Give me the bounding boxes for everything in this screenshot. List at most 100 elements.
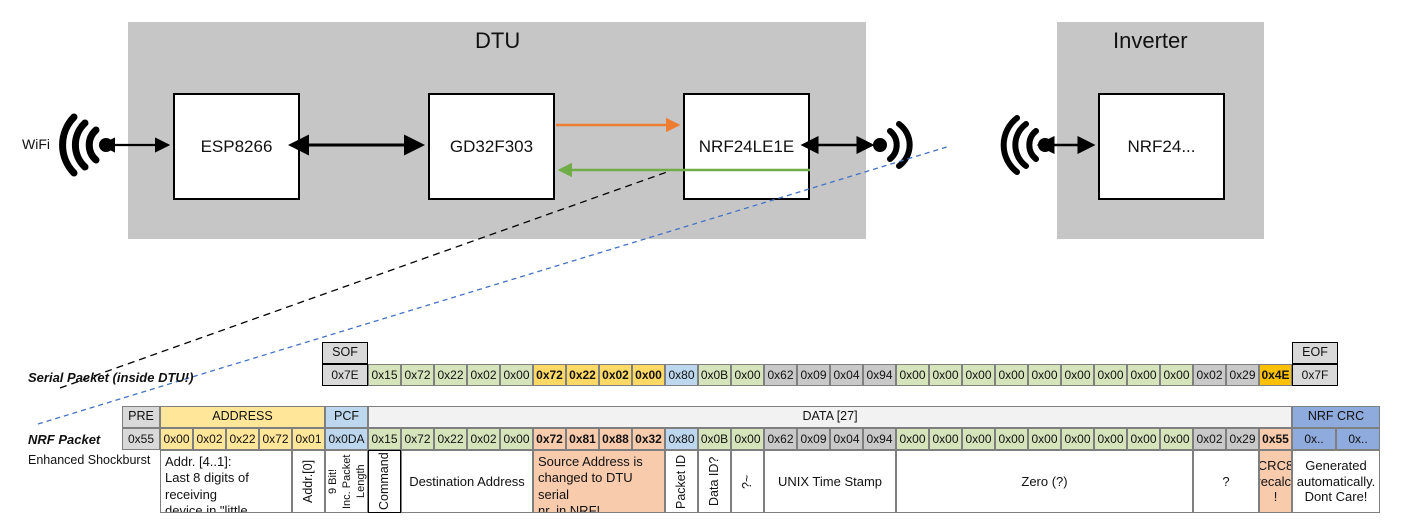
- desc-question: ?: [1193, 450, 1259, 513]
- wifi-label: WiFi: [22, 136, 50, 152]
- desc-tilde: ?~: [731, 450, 764, 513]
- packet-tables: Serial Packet (inside DTU!) NRF Packet E…: [0, 340, 1406, 523]
- nrf-byte-21: 0x00: [1061, 428, 1094, 450]
- nrf-byte-5: 0x72: [533, 428, 566, 450]
- nrf-address-byte-1: 0x02: [193, 428, 226, 450]
- chip-esp8266: ESP8266: [173, 93, 300, 200]
- nrf-address-byte-4: 0x01: [292, 428, 325, 450]
- serial-byte-20: 0x00: [1028, 364, 1061, 386]
- serial-eof-value: 0x7F: [1292, 364, 1338, 386]
- chip-gd32f303: GD32F303: [428, 93, 555, 200]
- inverter-title: Inverter: [1113, 28, 1188, 53]
- nrf-byte-15: 0x94: [863, 428, 896, 450]
- serial-byte-7: 0x02: [599, 364, 632, 386]
- serial-byte-16: 0x00: [896, 364, 929, 386]
- serial-byte-9: 0x80: [665, 364, 698, 386]
- desc-addr0: Addr.[0]: [292, 450, 325, 513]
- serial-byte-22: 0x00: [1094, 364, 1127, 386]
- nrf-pre-value: 0x55: [122, 428, 160, 450]
- serial-byte-19: 0x00: [995, 364, 1028, 386]
- nrf-byte-19: 0x00: [995, 428, 1028, 450]
- nrf-byte-27: 0x55: [1259, 428, 1292, 450]
- serial-byte-5: 0x72: [533, 364, 566, 386]
- nrf-pre-header: PRE: [122, 406, 160, 428]
- serial-eof-header: EOF: [1292, 342, 1338, 364]
- serial-byte-3: 0x02: [467, 364, 500, 386]
- serial-byte-0: 0x15: [368, 364, 401, 386]
- desc-pcf-line-2: Inc. Packet: [340, 454, 353, 509]
- nrf-byte-24: 0x00: [1160, 428, 1193, 450]
- nrf-byte-7: 0x88: [599, 428, 632, 450]
- serial-byte-17: 0x00: [929, 364, 962, 386]
- desc-crc8: CRC8recalc.!: [1259, 450, 1292, 513]
- nrf-byte-25: 0x02: [1193, 428, 1226, 450]
- nrf-pcf-header: PCF: [325, 406, 368, 428]
- nrf-data-header: DATA [27]: [368, 406, 1292, 428]
- serial-byte-21: 0x00: [1061, 364, 1094, 386]
- serial-byte-4: 0x00: [500, 364, 533, 386]
- nrf-crc-header: NRF CRC: [1292, 406, 1380, 428]
- nrf-byte-6: 0x81: [566, 428, 599, 450]
- serial-byte-10: 0x0B: [698, 364, 731, 386]
- desc-destination-address: Destination Address: [401, 450, 533, 513]
- nrf-byte-12: 0x62: [764, 428, 797, 450]
- nrf-crc-byte-0: 0x..: [1292, 428, 1336, 450]
- nrf-address-byte-2: 0x22: [226, 428, 259, 450]
- nrf-byte-18: 0x00: [962, 428, 995, 450]
- serial-byte-25: 0x02: [1193, 364, 1226, 386]
- nrf-byte-1: 0x72: [401, 428, 434, 450]
- serial-byte-14: 0x04: [830, 364, 863, 386]
- serial-sof-header: SOF: [322, 342, 368, 364]
- nrf-byte-9: 0x80: [665, 428, 698, 450]
- nrf-byte-0: 0x15: [368, 428, 401, 450]
- nrf-byte-20: 0x00: [1028, 428, 1061, 450]
- desc-pcf-line-3: Length: [354, 464, 367, 499]
- serial-byte-18: 0x00: [962, 364, 995, 386]
- desc-packet-id: Packet ID: [665, 450, 698, 513]
- nrf-address-header: ADDRESS: [160, 406, 325, 428]
- nrf-byte-13: 0x09: [797, 428, 830, 450]
- chip-nrf24: NRF24...: [1098, 93, 1225, 200]
- serial-packet-label: Serial Packet (inside DTU!): [28, 370, 194, 385]
- serial-byte-1: 0x72: [401, 364, 434, 386]
- nrf-byte-22: 0x00: [1094, 428, 1127, 450]
- desc-pcf-line-1: 9 Bit!: [326, 468, 339, 495]
- serial-sof-value: 0x7E: [322, 364, 368, 386]
- serial-byte-27: 0x4E: [1259, 364, 1292, 386]
- block-diagram: DTU Inverter WiFi ESP8266 GD32F303 NRF24…: [22, 22, 1264, 239]
- serial-byte-23: 0x00: [1127, 364, 1160, 386]
- serial-byte-24: 0x00: [1160, 364, 1193, 386]
- serial-byte-13: 0x09: [797, 364, 830, 386]
- dtu-title: DTU: [475, 28, 521, 53]
- nrf-packet-sublabel: Enhanced Shockburst: [28, 453, 151, 467]
- desc-zero: Zero (?): [896, 450, 1193, 513]
- nrf-byte-23: 0x00: [1127, 428, 1160, 450]
- nrf-byte-26: 0x29: [1226, 428, 1259, 450]
- serial-byte-15: 0x94: [863, 364, 896, 386]
- nrf-byte-8: 0x32: [632, 428, 665, 450]
- nrf-byte-2: 0x22: [434, 428, 467, 450]
- nrf-byte-3: 0x02: [467, 428, 500, 450]
- chip-nrf24le1e: NRF24LE1E: [683, 93, 810, 200]
- serial-byte-12: 0x62: [764, 364, 797, 386]
- nrf-packet-label: NRF Packet: [28, 432, 101, 447]
- nrf-address-byte-3: 0x72: [259, 428, 292, 450]
- nrf-byte-11: 0x00: [731, 428, 764, 450]
- nrf-address-byte-0: 0x00: [160, 428, 193, 450]
- nrf-byte-16: 0x00: [896, 428, 929, 450]
- serial-byte-26: 0x29: [1226, 364, 1259, 386]
- nrf-byte-4: 0x00: [500, 428, 533, 450]
- nrf-pcf-value: 0x0DA: [325, 428, 368, 450]
- nrf-byte-17: 0x00: [929, 428, 962, 450]
- desc-unix-time-stamp: UNIX Time Stamp: [764, 450, 896, 513]
- serial-byte-6: 0x22: [566, 364, 599, 386]
- nrf-byte-14: 0x04: [830, 428, 863, 450]
- serial-byte-11: 0x00: [731, 364, 764, 386]
- desc-data-id: Data ID?: [698, 450, 731, 513]
- desc-command: Command: [368, 450, 401, 513]
- serial-byte-2: 0x22: [434, 364, 467, 386]
